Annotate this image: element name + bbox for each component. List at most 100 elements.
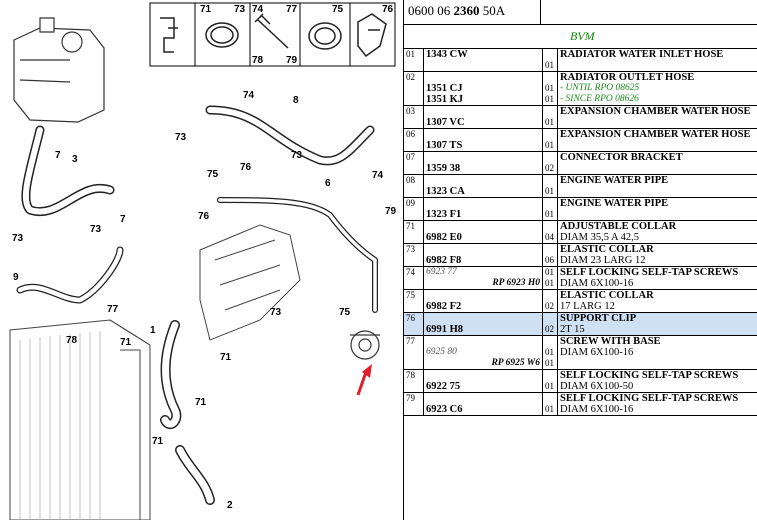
part-quantity: 01 <box>543 175 558 198</box>
part-quantity: 01 <box>543 198 558 221</box>
part-quantity: 01 <box>543 106 558 129</box>
part-number: 6923 C6 <box>426 404 540 415</box>
description-text: RADIATOR OUTLET HOSE <box>560 72 756 83</box>
part-description: ENGINE WATER PIPE <box>558 198 757 221</box>
callout-7b: 7 <box>120 214 126 225</box>
callout-3: 3 <box>72 154 78 165</box>
part-number: 6982 E0 <box>426 232 540 243</box>
part-reference: 6982 F2 <box>424 290 543 313</box>
description-text: DIAM 35,5 A 42,5 <box>560 232 756 243</box>
part-quantity: 01 <box>543 393 558 416</box>
callout-76b: 76 <box>198 211 210 222</box>
part-index: 01 <box>404 49 424 72</box>
quantity-value: 06 <box>545 255 555 266</box>
description-text: CONNECTOR BRACKET <box>560 152 756 163</box>
part-index: 02 <box>404 72 424 106</box>
part-index-text: 09 <box>406 198 421 209</box>
part-reference: 6991 H8 <box>424 313 543 336</box>
part-description: ENGINE WATER PIPE <box>558 175 757 198</box>
inset-numbers: 71 73 74 77 75 76 78 79 <box>200 4 394 66</box>
part-quantity: 01 <box>543 129 558 152</box>
gearbox-variant: BVM <box>570 29 595 44</box>
elastic-collar-detail-icon <box>309 23 341 49</box>
quantity-value: 01 <box>545 267 555 278</box>
part-index: 74 <box>404 267 424 290</box>
callout-73b: 73 <box>291 150 303 161</box>
part-quantity: 06 <box>543 244 558 267</box>
callout-77: 77 <box>107 304 119 315</box>
description-text: ELASTIC COLLAR <box>560 290 756 301</box>
description-text: SELF LOCKING SELF-TAP SCREWS <box>560 393 756 404</box>
part-description: RADIATOR OUTLET HOSE- UNTIL RPO 08625- S… <box>558 72 757 106</box>
quantity-value: 01 <box>545 117 555 128</box>
callout-6: 6 <box>325 178 331 189</box>
description-text: DIAM 6X100-50 <box>560 381 756 392</box>
part-reference: 1307 VC <box>424 106 543 129</box>
part-index: 78 <box>404 370 424 393</box>
part-quantity: 01 <box>543 49 558 72</box>
part-description: EXPANSION CHAMBER WATER HOSE <box>558 129 757 152</box>
support-clip-detail-icon <box>358 14 386 56</box>
description-text: DIAM 6X100-16 <box>560 347 756 358</box>
part-index: 75 <box>404 290 424 313</box>
part-index: 76 <box>404 313 424 336</box>
part-index: 03 <box>404 106 424 129</box>
description-text: DIAM 6X100-16 <box>560 278 756 289</box>
part-number: RP 6923 H0 <box>426 278 540 289</box>
callout-78: 78 <box>66 335 78 346</box>
inset-label-73: 73 <box>234 4 246 15</box>
callout-73e: 73 <box>270 307 282 318</box>
quantity-value: 01 <box>545 60 555 71</box>
callout-2: 2 <box>227 500 233 511</box>
callout-8: 8 <box>293 95 299 106</box>
part-number: RP 6925 W6 <box>426 358 540 369</box>
thermostat-housing <box>200 225 300 340</box>
exploded-parts-diagram: 71 73 74 77 75 76 78 79 <box>0 0 400 520</box>
catalog-header: 0600 06 2360 50A <box>404 0 757 25</box>
part-reference: 1323 CA <box>424 175 543 198</box>
part-index: 73 <box>404 244 424 267</box>
part-index-text: 71 <box>406 221 421 232</box>
description-text: SELF LOCKING SELF-TAP SCREWS <box>560 267 756 278</box>
description-text: EXPANSION CHAMBER WATER HOSE <box>560 106 756 117</box>
bracket-detail-icon <box>160 18 178 52</box>
part-number: 1359 38 <box>426 163 540 174</box>
quantity-value: 01 <box>545 347 555 358</box>
callout-1: 1 <box>150 325 156 336</box>
callout-71: 71 <box>120 337 132 348</box>
callout-71b: 71 <box>220 352 232 363</box>
part-reference: 6923 C6 <box>424 393 543 416</box>
callout-7: 7 <box>55 150 61 161</box>
part-description: CONNECTOR BRACKET <box>558 152 757 175</box>
part-quantity: 02 <box>543 152 558 175</box>
part-number: 6982 F8 <box>426 255 540 266</box>
part-reference: 1343 CW <box>424 49 543 72</box>
part-number: 1351 CJ <box>426 83 540 94</box>
description-text: SCREW WITH BASE <box>560 336 756 347</box>
quantity-value: 01 <box>545 209 555 220</box>
